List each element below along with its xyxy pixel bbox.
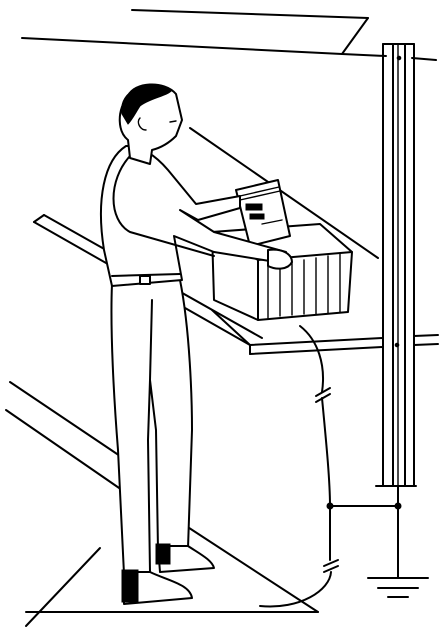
support-column xyxy=(376,44,416,486)
ground-wire xyxy=(260,326,401,607)
ground-symbol-icon xyxy=(368,578,428,597)
ceiling-panel xyxy=(22,10,436,60)
